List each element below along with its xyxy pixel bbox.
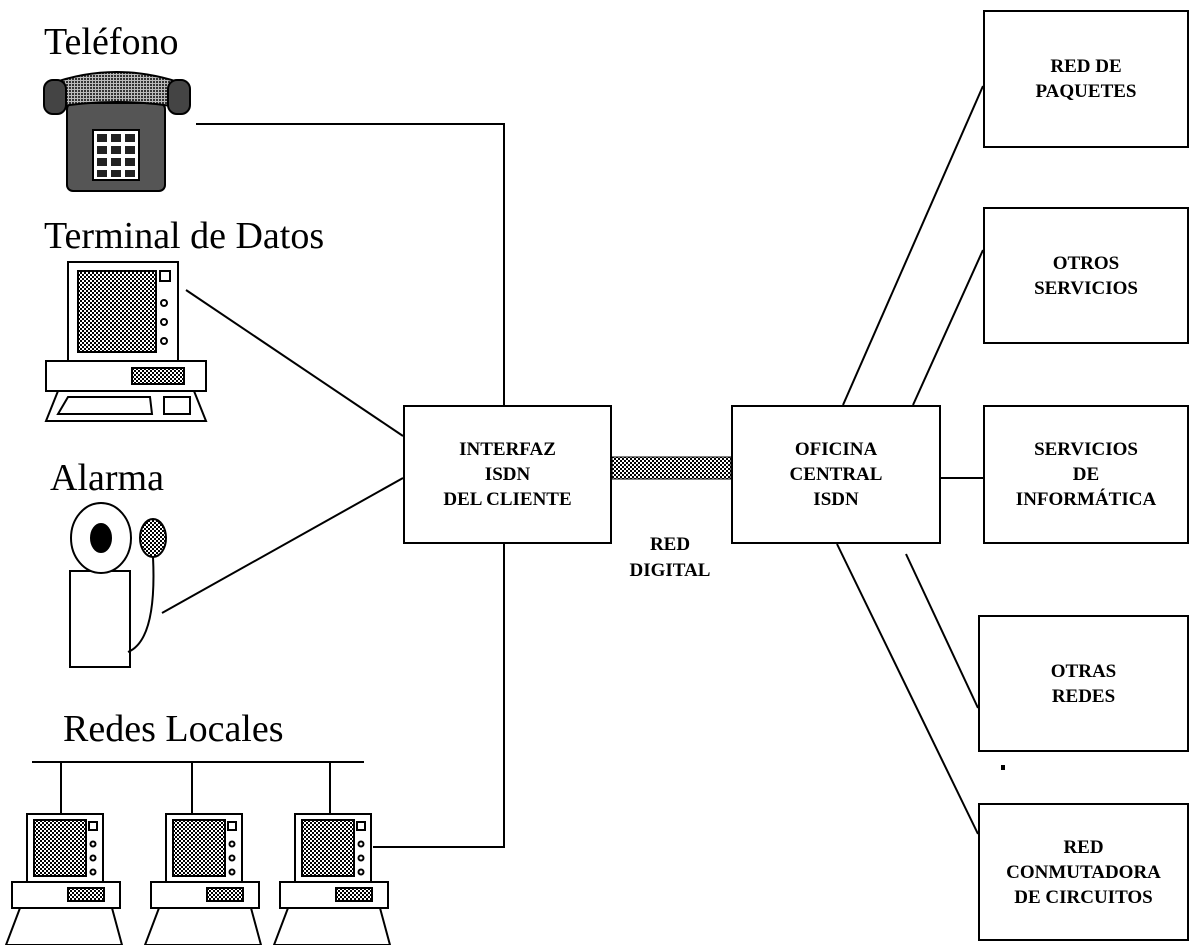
service-line: REDES (1051, 685, 1116, 707)
service-box-conmutadora: RED CONMUTADORA DE CIRCUITOS (978, 803, 1189, 941)
service-line: RED (1063, 836, 1104, 858)
oficina-line-1: OFICINA (794, 439, 878, 460)
lan-computer-icon (4, 813, 392, 945)
red-digital-line-1: RED (649, 534, 691, 555)
service-line: DE (1072, 464, 1100, 485)
computer-terminal-icon (44, 261, 208, 422)
phone-line (196, 123, 505, 405)
to-otras-redes-line (905, 553, 979, 709)
service-box-otras-redes: OTRAS REDES (978, 615, 1189, 752)
to-conmutadora-line (836, 543, 979, 835)
service-box-informatica: SERVICIOS DE INFORMÁTICA (983, 405, 1189, 544)
oficina-line-2: CENTRAL (789, 464, 883, 485)
interfaz-line-2: ISDN (484, 464, 531, 485)
to-paquetes-line (842, 85, 984, 406)
service-line: RED DE (1050, 56, 1122, 77)
alarma-label: Alarma (50, 457, 164, 499)
alarm-icon (69, 502, 167, 668)
service-box-paquetes: RED DE PAQUETES (983, 10, 1189, 148)
lan-line (373, 544, 505, 848)
telefono-label: Teléfono (44, 21, 179, 63)
alarm-line (161, 477, 404, 614)
interfaz-line-3: DEL CLIENTE (443, 489, 572, 510)
to-otros-servicios-line (912, 249, 984, 406)
terminal-line (185, 289, 404, 437)
service-line: CONMUTADORA (1006, 861, 1161, 883)
service-line: SERVICIOS (1034, 439, 1138, 460)
red-digital-label: RED DIGITAL (620, 532, 720, 584)
interfaz-line-1: INTERFAZ (459, 439, 556, 460)
telephone-icon (43, 71, 191, 192)
service-line: PAQUETES (1035, 81, 1137, 102)
oficina-central-box: OFICINA CENTRAL ISDN (731, 405, 941, 544)
connector-lines (32, 85, 984, 848)
service-line: DE CIRCUITOS (1014, 886, 1153, 908)
oficina-line-3: ISDN (813, 489, 859, 510)
redes-locales-label: Redes Locales (63, 708, 284, 750)
service-line: SERVICIOS (1034, 277, 1138, 299)
digital-network-link (611, 456, 732, 480)
interfaz-isdn-box: INTERFAZ ISDN DEL CLIENTE (403, 405, 612, 544)
red-digital-line-2: DIGITAL (629, 560, 711, 581)
service-line: INFORMÁTICA (1015, 489, 1157, 510)
service-line: OTRAS (1050, 660, 1117, 682)
service-line: OTROS (1052, 252, 1120, 274)
service-box-otros-servicios: OTROS SERVICIOS (983, 207, 1189, 344)
terminal-label: Terminal de Datos (44, 215, 325, 257)
